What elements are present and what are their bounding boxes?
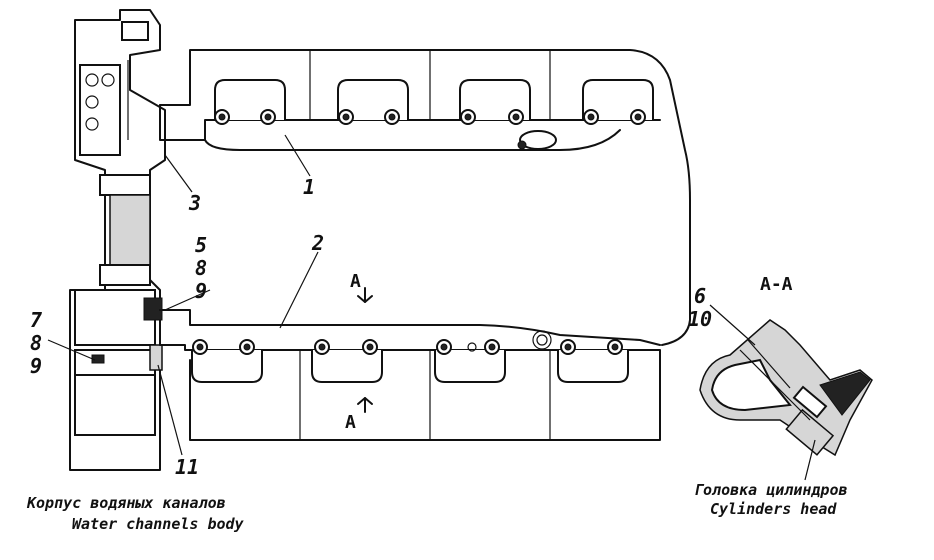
callout-10: 10 — [688, 307, 712, 331]
callout-8-upper: 8 — [195, 256, 207, 280]
callout-7: 7 — [30, 308, 42, 332]
leader-lines — [47, 134, 816, 481]
callout-11: 11 — [175, 455, 199, 479]
caption-cyl-head-ru: Головка цилиндров — [694, 481, 848, 499]
water-channels-body — [69, 9, 166, 471]
section-title: A-A — [760, 274, 793, 295]
caption-water-body-en: Water channels body — [72, 515, 245, 533]
callout-6: 6 — [694, 284, 706, 308]
callout-9-upper: 9 — [195, 279, 207, 303]
callout-9-lower: 9 — [30, 354, 42, 378]
callout-5: 5 — [195, 233, 207, 257]
section-mark-bottom: A — [345, 412, 356, 433]
caption-water-body-ru: Корпус водяных каналов — [26, 494, 226, 512]
callout-1: 1 — [303, 175, 315, 199]
caption-cyl-head-en: Cylinders head — [710, 500, 837, 518]
section-mark-top: A — [350, 271, 361, 292]
callout-2: 2 — [311, 231, 324, 255]
callout-3: 3 — [188, 191, 201, 215]
upper-exhaust-manifold — [159, 49, 691, 346]
section-view-a-a — [699, 319, 873, 457]
section-cut-marks — [357, 287, 373, 413]
lower-exhaust-manifold — [159, 309, 661, 441]
callout-8-lower: 8 — [30, 331, 42, 355]
